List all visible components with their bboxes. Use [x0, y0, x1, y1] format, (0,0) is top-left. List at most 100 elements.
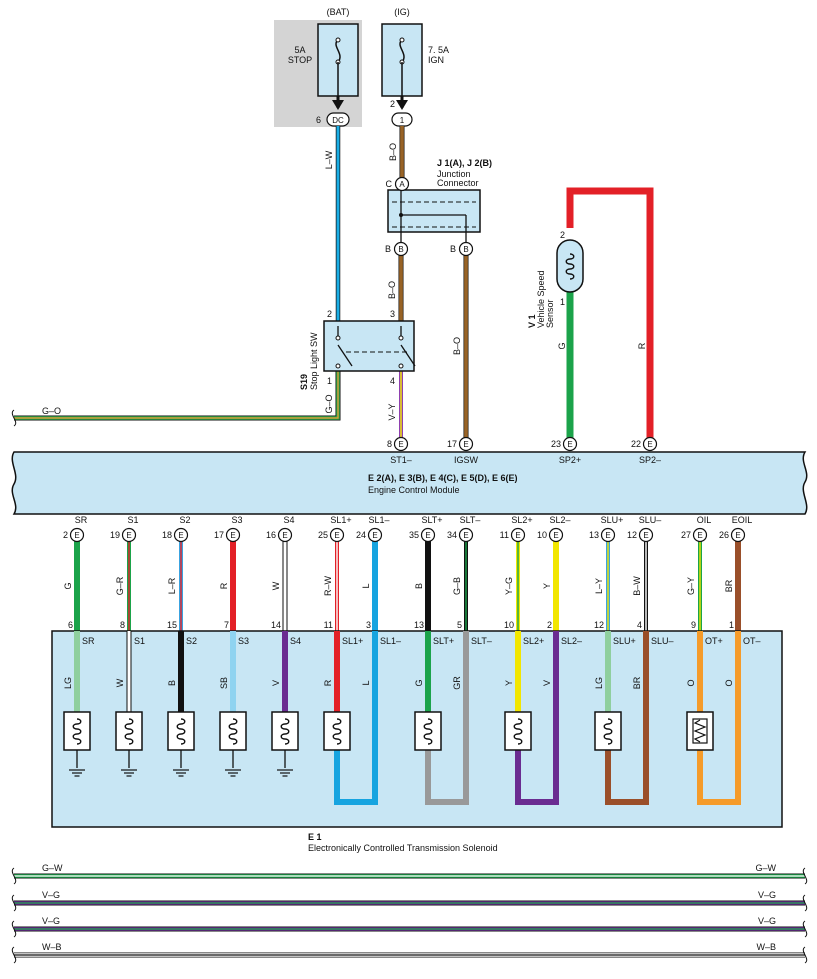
- solenoid-coil-6: [414, 711, 442, 751]
- stop-sw-name: Stop Light SW: [309, 332, 319, 390]
- ecm-wire-color-7: B: [414, 583, 424, 589]
- solenoid-pin-name-11: SLU+: [613, 636, 636, 646]
- ecm-top-conn-0-label: E: [398, 440, 403, 449]
- ecm-bottom-conn-14-label: E: [735, 531, 740, 540]
- ecm-pin-1: 19: [110, 530, 120, 540]
- stop-sw-pin-1: 1: [327, 376, 332, 386]
- ecm-top-name-2: SP2+: [559, 455, 581, 465]
- solenoid-thermistor-4: [686, 711, 714, 751]
- ecm-wire-color-12: B–W: [632, 576, 642, 596]
- junction-b-conn-1: B: [398, 245, 403, 254]
- bus-label-left-2: V–G: [42, 916, 60, 926]
- stop-sw-pin-2: 2: [327, 309, 332, 319]
- ecm-top-name-1: IGSW: [454, 455, 479, 465]
- junction-title: J 1(A), J 2(B): [437, 158, 492, 168]
- solenoid-coil-4: [271, 711, 299, 777]
- ecm-top-pin-0: 8: [387, 439, 392, 449]
- ecm-pin-8: 34: [447, 530, 457, 540]
- ecm-bottom-conn-2-label: E: [178, 531, 183, 540]
- ecm-wire-color-5: R–W: [323, 575, 333, 596]
- ecm-bottom-conn-13: [692, 527, 708, 543]
- solenoid-pin-name-14: OT–: [743, 636, 761, 646]
- ecm-bottom-conn-0-label: E: [74, 531, 79, 540]
- solenoid-wire-color-13: O: [686, 679, 696, 686]
- wire-label-sw-out: G–O: [324, 394, 334, 413]
- ecm-bottom-conn-3-label: E: [230, 531, 235, 540]
- solenoid-pin-name-0: SR: [82, 636, 95, 646]
- ecm-bottom-conn-4: [277, 527, 293, 543]
- solenoid-wire-color-8: GR: [452, 676, 462, 690]
- ecm-pin-name-3: S3: [231, 515, 242, 525]
- junction-sub2: Connector: [437, 178, 479, 188]
- solenoid-pin-1: 8: [120, 620, 125, 630]
- ecm-pin-10: 10: [537, 530, 547, 540]
- ecm-pin-name-6: SL1–: [368, 515, 389, 525]
- solenoid-pin-4: 14: [271, 620, 281, 630]
- bus-label-right-2: V–G: [758, 916, 776, 926]
- solenoid-pin-11: 12: [594, 620, 604, 630]
- ecm-pin-6: 24: [356, 530, 366, 540]
- ecm-pin-name-9: SL2+: [511, 515, 532, 525]
- bus-label-left-3: W–B: [42, 942, 62, 952]
- bus-label-right-1: V–G: [758, 890, 776, 900]
- fuse-bat-rating: 5A: [294, 45, 305, 55]
- engine-control-module: E 2(A), E 3(B), E 4(C), E 5(D), E 6(E) E…: [11, 451, 808, 515]
- sensor-code: V 1: [527, 314, 537, 328]
- ecm-top-conn-3: [642, 436, 658, 452]
- solenoid-pin-2: 15: [167, 620, 177, 630]
- ecm-pin-name-11: SLU+: [601, 515, 624, 525]
- ecm-wire-color-1: G–R: [115, 576, 125, 595]
- solenoid-pin-13: 9: [691, 620, 696, 630]
- ecm-wire-color-9: Y–G: [504, 577, 514, 595]
- ecm-pin-name-2: S2: [179, 515, 190, 525]
- wire-label-sensor-g: G: [557, 342, 567, 349]
- ecm-wire-color-3: R: [219, 582, 229, 589]
- ecm-pin-name-7: SLT+: [421, 515, 442, 525]
- solenoid-wire-color-10: V: [542, 680, 552, 686]
- wire-label-bat: L–W: [324, 150, 334, 169]
- fuse-ig-name: IGN: [428, 55, 444, 65]
- ecm-pin-2: 18: [162, 530, 172, 540]
- solenoid-wire-color-2: B: [167, 680, 177, 686]
- ecm-wire-color-8: G–B: [452, 577, 462, 595]
- ecm-pin-5: 25: [318, 530, 328, 540]
- solenoid-pin-name-6: SL1–: [380, 636, 401, 646]
- solenoid-loop-1: [425, 631, 469, 805]
- ecm-top-conn-1-label: E: [463, 440, 468, 449]
- ecm-wire-color-14: BR: [724, 579, 734, 592]
- solenoid-pin-name-7: SLT+: [433, 636, 454, 646]
- upper-wire-labels: L–W B–O B–O B–O V–Y G–O G–O G R: [42, 143, 647, 421]
- ecm-wire-color-6: L: [361, 583, 371, 588]
- ecm-top-name-3: SP2–: [639, 455, 661, 465]
- solenoid-wire-color-5: R: [323, 679, 333, 686]
- ecm-wire-color-10: Y: [542, 583, 552, 589]
- bus-label-right-3: W–B: [756, 942, 776, 952]
- solenoid-wire-color-14: O: [724, 679, 734, 686]
- ecm-top-conn-0: [393, 436, 409, 452]
- solenoid-wire-color-4: V: [271, 680, 281, 686]
- sensor-name-2: Sensor: [545, 299, 555, 328]
- ecm-pin-9: 11: [500, 530, 509, 540]
- ecm-wire-color-0: G: [63, 582, 73, 589]
- ecm-pin-12: 12: [627, 530, 637, 540]
- solenoid-pin-9: 10: [504, 620, 514, 630]
- solenoid-pin-14: 1: [729, 620, 734, 630]
- ecm-pin-name-8: SLT–: [460, 515, 481, 525]
- ecm-pin-13: 27: [681, 530, 691, 540]
- junction-c-conn: A: [399, 180, 405, 189]
- solenoid-pin-name-1: S1: [134, 636, 145, 646]
- ecm-bottom-conn-9: [510, 527, 526, 543]
- solenoid-wire-color-1: W: [115, 678, 125, 687]
- ecm-bottom-conn-7-label: E: [425, 531, 430, 540]
- ecm-bottom-conn-4-label: E: [282, 531, 287, 540]
- bus-label-right-0: G–W: [755, 863, 776, 873]
- solenoid-pin-10: 2: [547, 620, 552, 630]
- ecm-pin-3: 17: [214, 530, 224, 540]
- bus-label-left-0: G–W: [42, 863, 63, 873]
- ecm-bottom-conn-7: [420, 527, 436, 543]
- solenoid-pin-3: 7: [224, 620, 229, 630]
- wire-label-left-out: G–O: [42, 406, 61, 416]
- solenoid-coil-5: [323, 711, 351, 751]
